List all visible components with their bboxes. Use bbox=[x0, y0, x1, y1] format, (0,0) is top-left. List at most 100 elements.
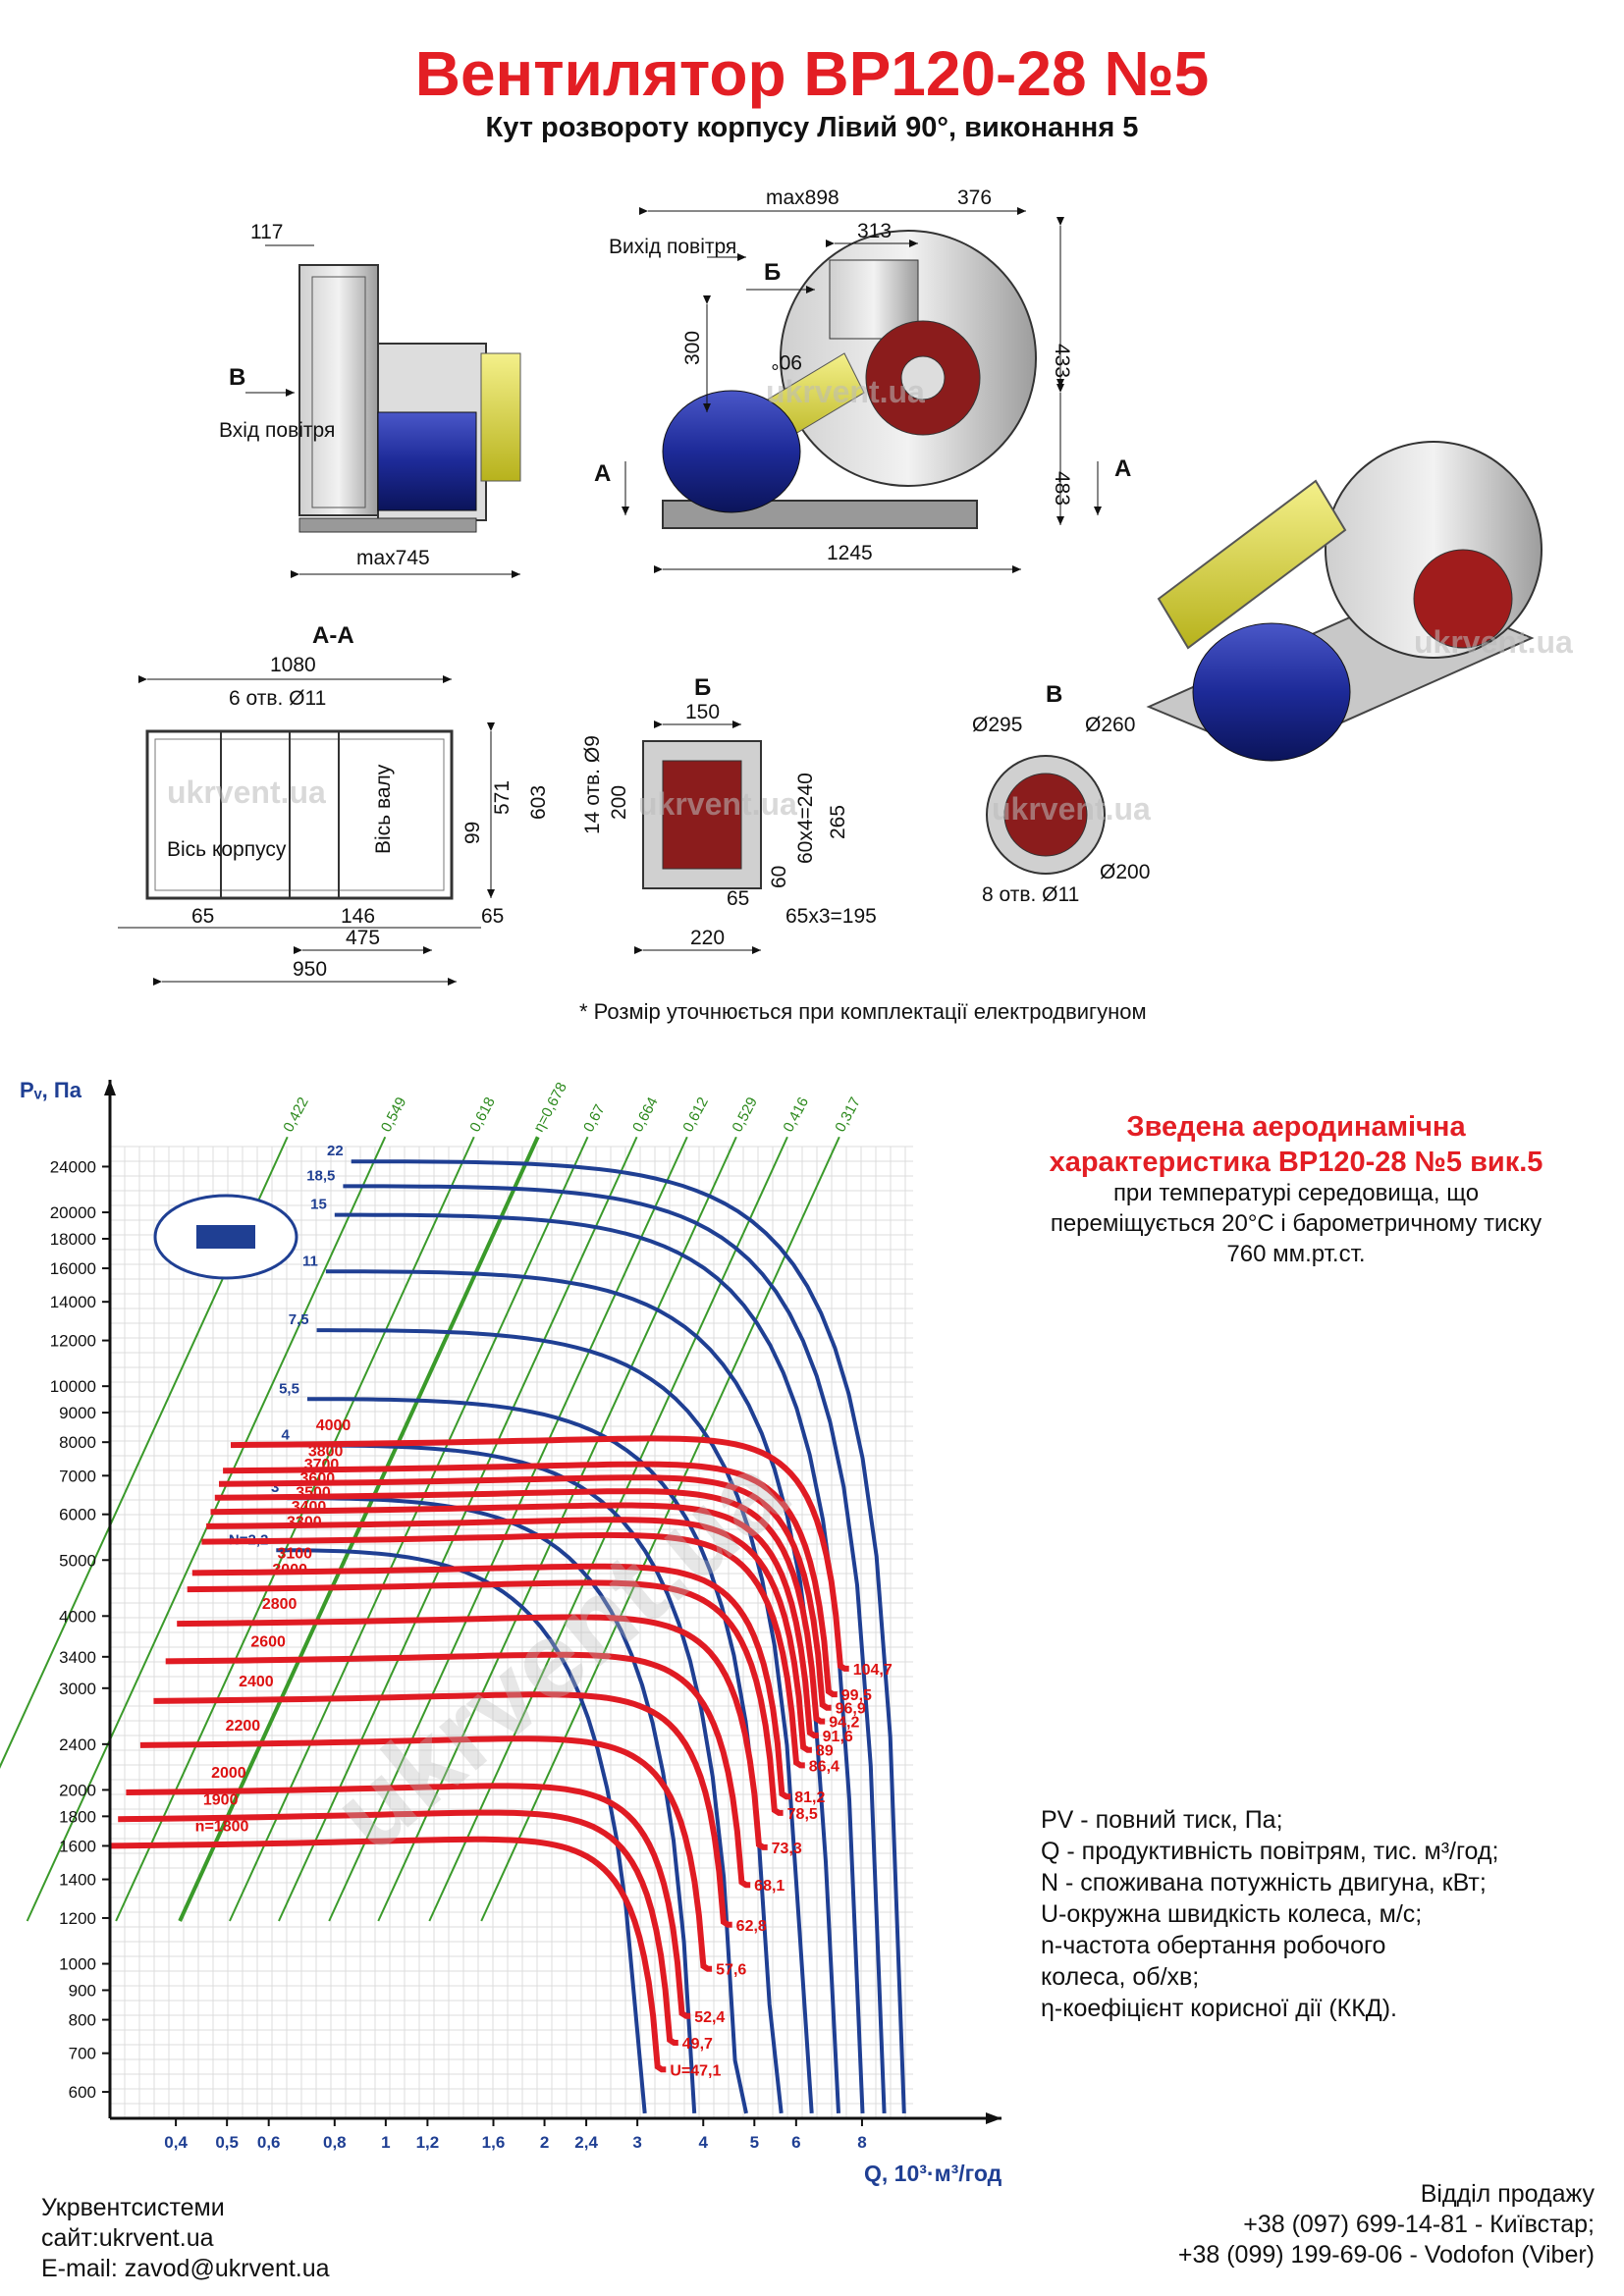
legend-item: U-окружна швидкість колеса, м/с; bbox=[1041, 1900, 1423, 1928]
dim-117: 117 bbox=[250, 221, 283, 243]
dim-99: 99 bbox=[461, 822, 484, 844]
y-tick-label: 10000 bbox=[50, 1377, 96, 1396]
velocity-label: 86,4 bbox=[809, 1758, 839, 1775]
dim-195: 65х3=195 bbox=[785, 905, 877, 928]
y-tick-label: 1400 bbox=[59, 1871, 96, 1890]
watermark-b: ukrvent.ua bbox=[638, 786, 797, 822]
y-tick-label: 18000 bbox=[50, 1230, 96, 1249]
x-tick-label: 0,8 bbox=[323, 2133, 347, 2152]
performance-title-line2: характеристика ВР120-28 №5 вик.5 bbox=[1049, 1147, 1543, 1178]
speed-curve bbox=[218, 1474, 832, 1711]
power-label: 15 bbox=[310, 1197, 327, 1213]
y-tick-label: 900 bbox=[69, 1981, 96, 2000]
company-email-link[interactable]: E-mail: zavod@ukrvent.ua bbox=[41, 2255, 330, 2282]
y-tick-label: 9000 bbox=[59, 1404, 96, 1422]
velocity-label: U=47,1 bbox=[670, 2062, 721, 2079]
dim-483: 483 bbox=[1051, 471, 1073, 506]
power-curve bbox=[343, 1184, 887, 2113]
velocity-label: 96,9 bbox=[836, 1701, 866, 1718]
y-tick-label: 12000 bbox=[50, 1332, 96, 1351]
dim-265: 265 bbox=[827, 805, 849, 839]
legend-item: колеса, об/хв; bbox=[1041, 1963, 1200, 1991]
x-axis-arrow bbox=[986, 2112, 1001, 2124]
flange-v-title: В bbox=[1046, 681, 1062, 708]
efficiency-label: 0,317 bbox=[832, 1095, 864, 1135]
speed-curve bbox=[201, 1531, 805, 1769]
x-tick-label: 8 bbox=[857, 2133, 866, 2152]
speed-label: 2000 bbox=[211, 1765, 246, 1782]
axis-shaft: Вісь валу bbox=[372, 764, 395, 854]
sales-title: Відділ продажу bbox=[1420, 2180, 1595, 2208]
dim-60: 60 bbox=[768, 866, 790, 888]
conditions-line3: 760 мм.рт.ст. bbox=[1226, 1241, 1366, 1267]
dim-603: 603 bbox=[527, 785, 550, 820]
speed-curve bbox=[214, 1488, 826, 1725]
efficiency-line bbox=[428, 1136, 788, 1922]
dimension-note: * Розмір уточнюється при комплектації ел… bbox=[579, 999, 1147, 1024]
x-tick-label: 2,4 bbox=[574, 2133, 598, 2152]
angle-90: 90° bbox=[771, 350, 802, 373]
page-title: Вентилятор ВР120-28 №5 bbox=[414, 38, 1210, 109]
speed-curve bbox=[153, 1691, 732, 1928]
technical-drawings: max745 117 В Вхід повітря 1245 max898 37… bbox=[118, 187, 1573, 986]
speed-curve bbox=[187, 1579, 784, 1816]
y-tick-label: 3400 bbox=[59, 1648, 96, 1667]
power-label: 4 bbox=[282, 1426, 291, 1443]
power-curve bbox=[325, 1269, 840, 2114]
y-tick-label: 5000 bbox=[59, 1551, 96, 1570]
power-label: 5,5 bbox=[279, 1380, 299, 1397]
dim-1245: 1245 bbox=[827, 542, 873, 564]
sales-contacts: Відділ продажу +38 (097) 699-14-81 - Киї… bbox=[1178, 2179, 1595, 2270]
x-tick-label: 1,2 bbox=[416, 2133, 440, 2152]
speed-label: 4000 bbox=[316, 1417, 352, 1434]
watermark-v: ukrvent.ua bbox=[992, 791, 1151, 827]
flange-b: Б 150 14 отв. Ø9 200 60х4=240 265 60 65 … bbox=[581, 674, 877, 954]
speed-label: 2800 bbox=[262, 1596, 298, 1613]
x-tick-label: 5 bbox=[750, 2133, 759, 2152]
y-tick-label: 700 bbox=[69, 2045, 96, 2063]
dim-433: 433 bbox=[1051, 344, 1073, 378]
velocity-label: 91,6 bbox=[823, 1729, 853, 1745]
x-tick-label: 6 bbox=[791, 2133, 800, 2152]
x-tick-label: 0,6 bbox=[257, 2133, 281, 2152]
dim-200v: Ø200 bbox=[1100, 861, 1150, 883]
power-label: 11 bbox=[302, 1253, 318, 1269]
legend-item: n-частота обертання робочого bbox=[1041, 1932, 1386, 1959]
velocity-label: 104,7 bbox=[853, 1662, 893, 1679]
dim-295: Ø295 bbox=[972, 714, 1022, 736]
x-tick-label: 3 bbox=[632, 2133, 641, 2152]
speed-curve bbox=[191, 1563, 791, 1800]
y-tick-label: 7000 bbox=[59, 1467, 96, 1485]
speed-curve bbox=[230, 1435, 849, 1672]
section-a-left: А bbox=[594, 460, 611, 487]
efficiency-label: 0,416 bbox=[780, 1095, 812, 1135]
performance-title-line1: Зведена аеродинамічна bbox=[1126, 1111, 1466, 1143]
dim-376: 376 bbox=[957, 187, 992, 209]
speed-label: n=1800 bbox=[195, 1819, 249, 1836]
efficiency-label: 0,529 bbox=[729, 1095, 761, 1135]
sales-phone-vodafone[interactable]: +38 (099) 199-69-06 - Vodofon (Viber) bbox=[1177, 2241, 1595, 2269]
sales-phone-kyivstar[interactable]: +38 (097) 699-14-81 - Київстар; bbox=[1243, 2211, 1595, 2238]
power-label: 18,5 bbox=[306, 1167, 335, 1184]
efficiency-line bbox=[480, 1136, 840, 1922]
y-axis-label: Pᵥ, Па bbox=[20, 1078, 82, 1102]
speed-label: 3800 bbox=[308, 1443, 344, 1460]
speed-label: 1900 bbox=[203, 1791, 239, 1808]
speed-label: 2400 bbox=[239, 1674, 274, 1690]
x-tick-label: 1 bbox=[381, 2133, 390, 2152]
x-tick-label: 0,4 bbox=[164, 2133, 188, 2152]
dim-65a: 65 bbox=[191, 905, 214, 928]
y-tick-label: 24000 bbox=[50, 1157, 96, 1176]
speed-curve bbox=[109, 1836, 667, 2073]
power-label: 7,5 bbox=[289, 1311, 309, 1328]
company-site-link[interactable]: сайт:ukrvent.ua bbox=[41, 2224, 214, 2252]
x-tick-label: 4 bbox=[699, 2133, 709, 2152]
dim-146: 146 bbox=[341, 905, 375, 928]
efficiency-label: 0,618 bbox=[466, 1095, 499, 1135]
performance-conditions: при температурі середовища, що переміщує… bbox=[982, 1178, 1610, 1269]
flange-b-title: Б bbox=[694, 674, 711, 701]
dim-max898: max898 bbox=[766, 187, 839, 209]
axis-body: Вісь корпусу bbox=[167, 838, 287, 861]
x-tick-label: 2 bbox=[540, 2133, 549, 2152]
